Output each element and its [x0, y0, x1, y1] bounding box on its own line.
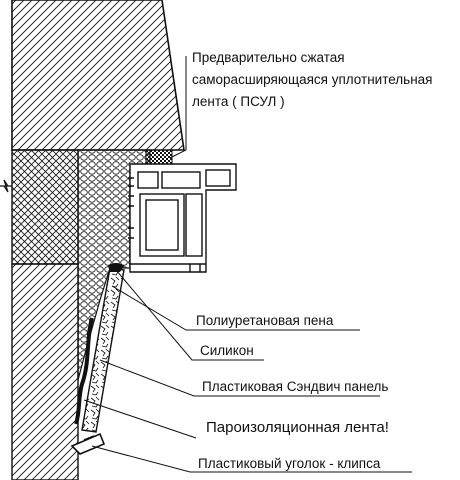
label-sandwich: Пластиковая Сэндвич панель: [202, 379, 388, 394]
label-foam: Полиуретановая пена: [196, 313, 334, 328]
leader-silicone: [115, 269, 264, 361]
leader-lines: [83, 56, 412, 473]
lower-wall: [11, 263, 79, 480]
text-labels: Предварительно сжатая саморасширяющаяся …: [192, 50, 432, 471]
label-silicone: Силикон: [200, 343, 254, 358]
leader-sandwich: [99, 359, 380, 397]
upper-wall: [11, 0, 185, 151]
window-frame-profile: [128, 163, 237, 273]
leader-psul: [169, 56, 187, 159]
label-psul-line3: лента ( ПСУЛ ): [192, 94, 285, 109]
vapor-barrier-tape: [74, 317, 94, 425]
label-psul-line1: Предварительно сжатая: [192, 50, 345, 65]
leader-vapor: [83, 399, 197, 439]
label-clip: Пластиковый уголок - клипса: [198, 456, 381, 471]
sandwich-panel: [81, 267, 125, 433]
corner-clip: [70, 432, 106, 455]
label-psul-line2: саморасширяющаяся уплотнительная: [192, 72, 432, 87]
leader-clip: [91, 445, 412, 473]
leader-foam: [111, 285, 360, 331]
psul-sealing-tape: [145, 149, 173, 165]
insulation-layer: [11, 149, 79, 265]
break-mark: [0, 179, 12, 193]
label-vapor-barrier: Пароизоляционная лента!: [206, 419, 389, 436]
